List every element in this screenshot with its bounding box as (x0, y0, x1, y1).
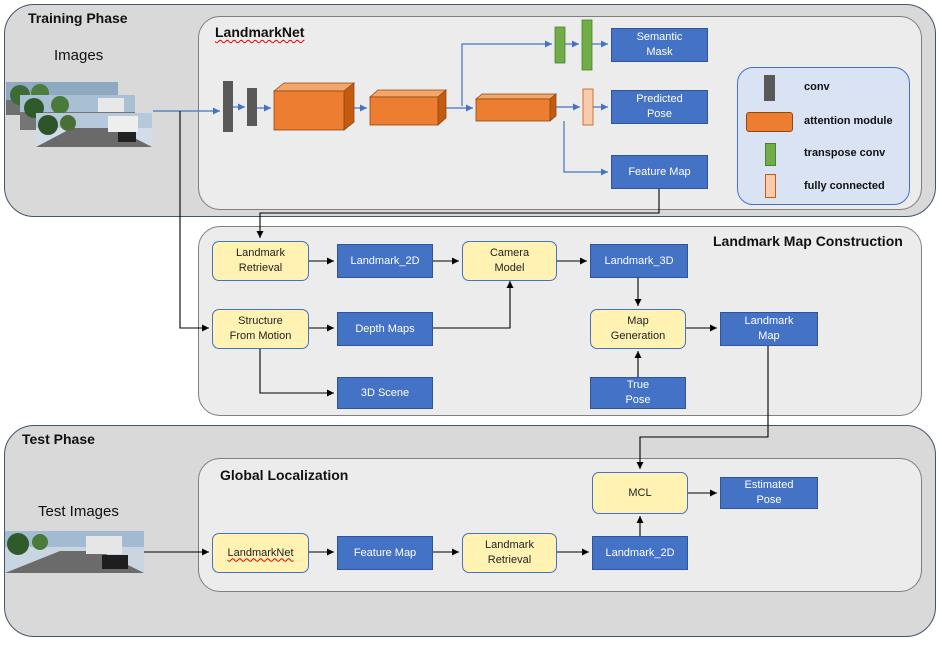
landmark-map-construction-title: Landmark Map Construction (713, 233, 903, 249)
feature-map-box: Feature Map (611, 155, 708, 189)
legend-attention-label: attention module (804, 115, 893, 127)
training-phase-title: Training Phase (28, 10, 128, 26)
estimated-pose-box: Estimated Pose (720, 477, 818, 509)
structure-from-motion-box: Structure From Motion (212, 309, 309, 349)
legend-attention-swatch (746, 112, 793, 132)
camera-model-box: Camera Model (462, 241, 557, 281)
predicted-pose-box: Predicted Pose (611, 90, 708, 124)
images-label: Images (54, 47, 104, 64)
legend-transpose-swatch (765, 143, 776, 166)
test-images-label: Test Images (38, 503, 119, 520)
legend-conv-swatch (764, 75, 775, 101)
3d-scene-box: 3D Scene (337, 377, 433, 409)
landmark-3d-box: Landmark_3D (590, 244, 688, 278)
mcl-box: MCL (592, 472, 688, 514)
test-landmark-retrieval-box: Landmark Retrieval (462, 533, 557, 573)
map-generation-box: Map Generation (590, 309, 686, 349)
semantic-mask-box: Semantic Mask (611, 28, 708, 62)
landmarknet-box-label: LandmarkNet (227, 546, 294, 559)
landmark-retrieval-box: Landmark Retrieval (212, 241, 309, 281)
true-pose-box: True Pose (590, 377, 686, 409)
landmarknet-title-text: LandmarkNet (215, 24, 305, 40)
test-phase-title: Test Phase (22, 431, 95, 447)
landmarknet-box: LandmarkNet (212, 533, 309, 573)
legend-transpose-label: transpose conv (804, 147, 886, 159)
legend-conv-label: conv (804, 81, 830, 93)
landmark-2d-box: Landmark_2D (337, 244, 433, 278)
landmark-map-box: Landmark Map (720, 312, 818, 346)
legend-fc-swatch (765, 174, 776, 198)
landmarknet-title: LandmarkNet (215, 24, 304, 40)
test-feature-map-box: Feature Map (337, 536, 433, 570)
global-localization-title: Global Localization (220, 467, 349, 483)
depth-maps-box: Depth Maps (337, 312, 433, 346)
legend-fc-label: fully connected (804, 180, 885, 192)
test-landmark-2d-box: Landmark_2D (592, 536, 688, 570)
